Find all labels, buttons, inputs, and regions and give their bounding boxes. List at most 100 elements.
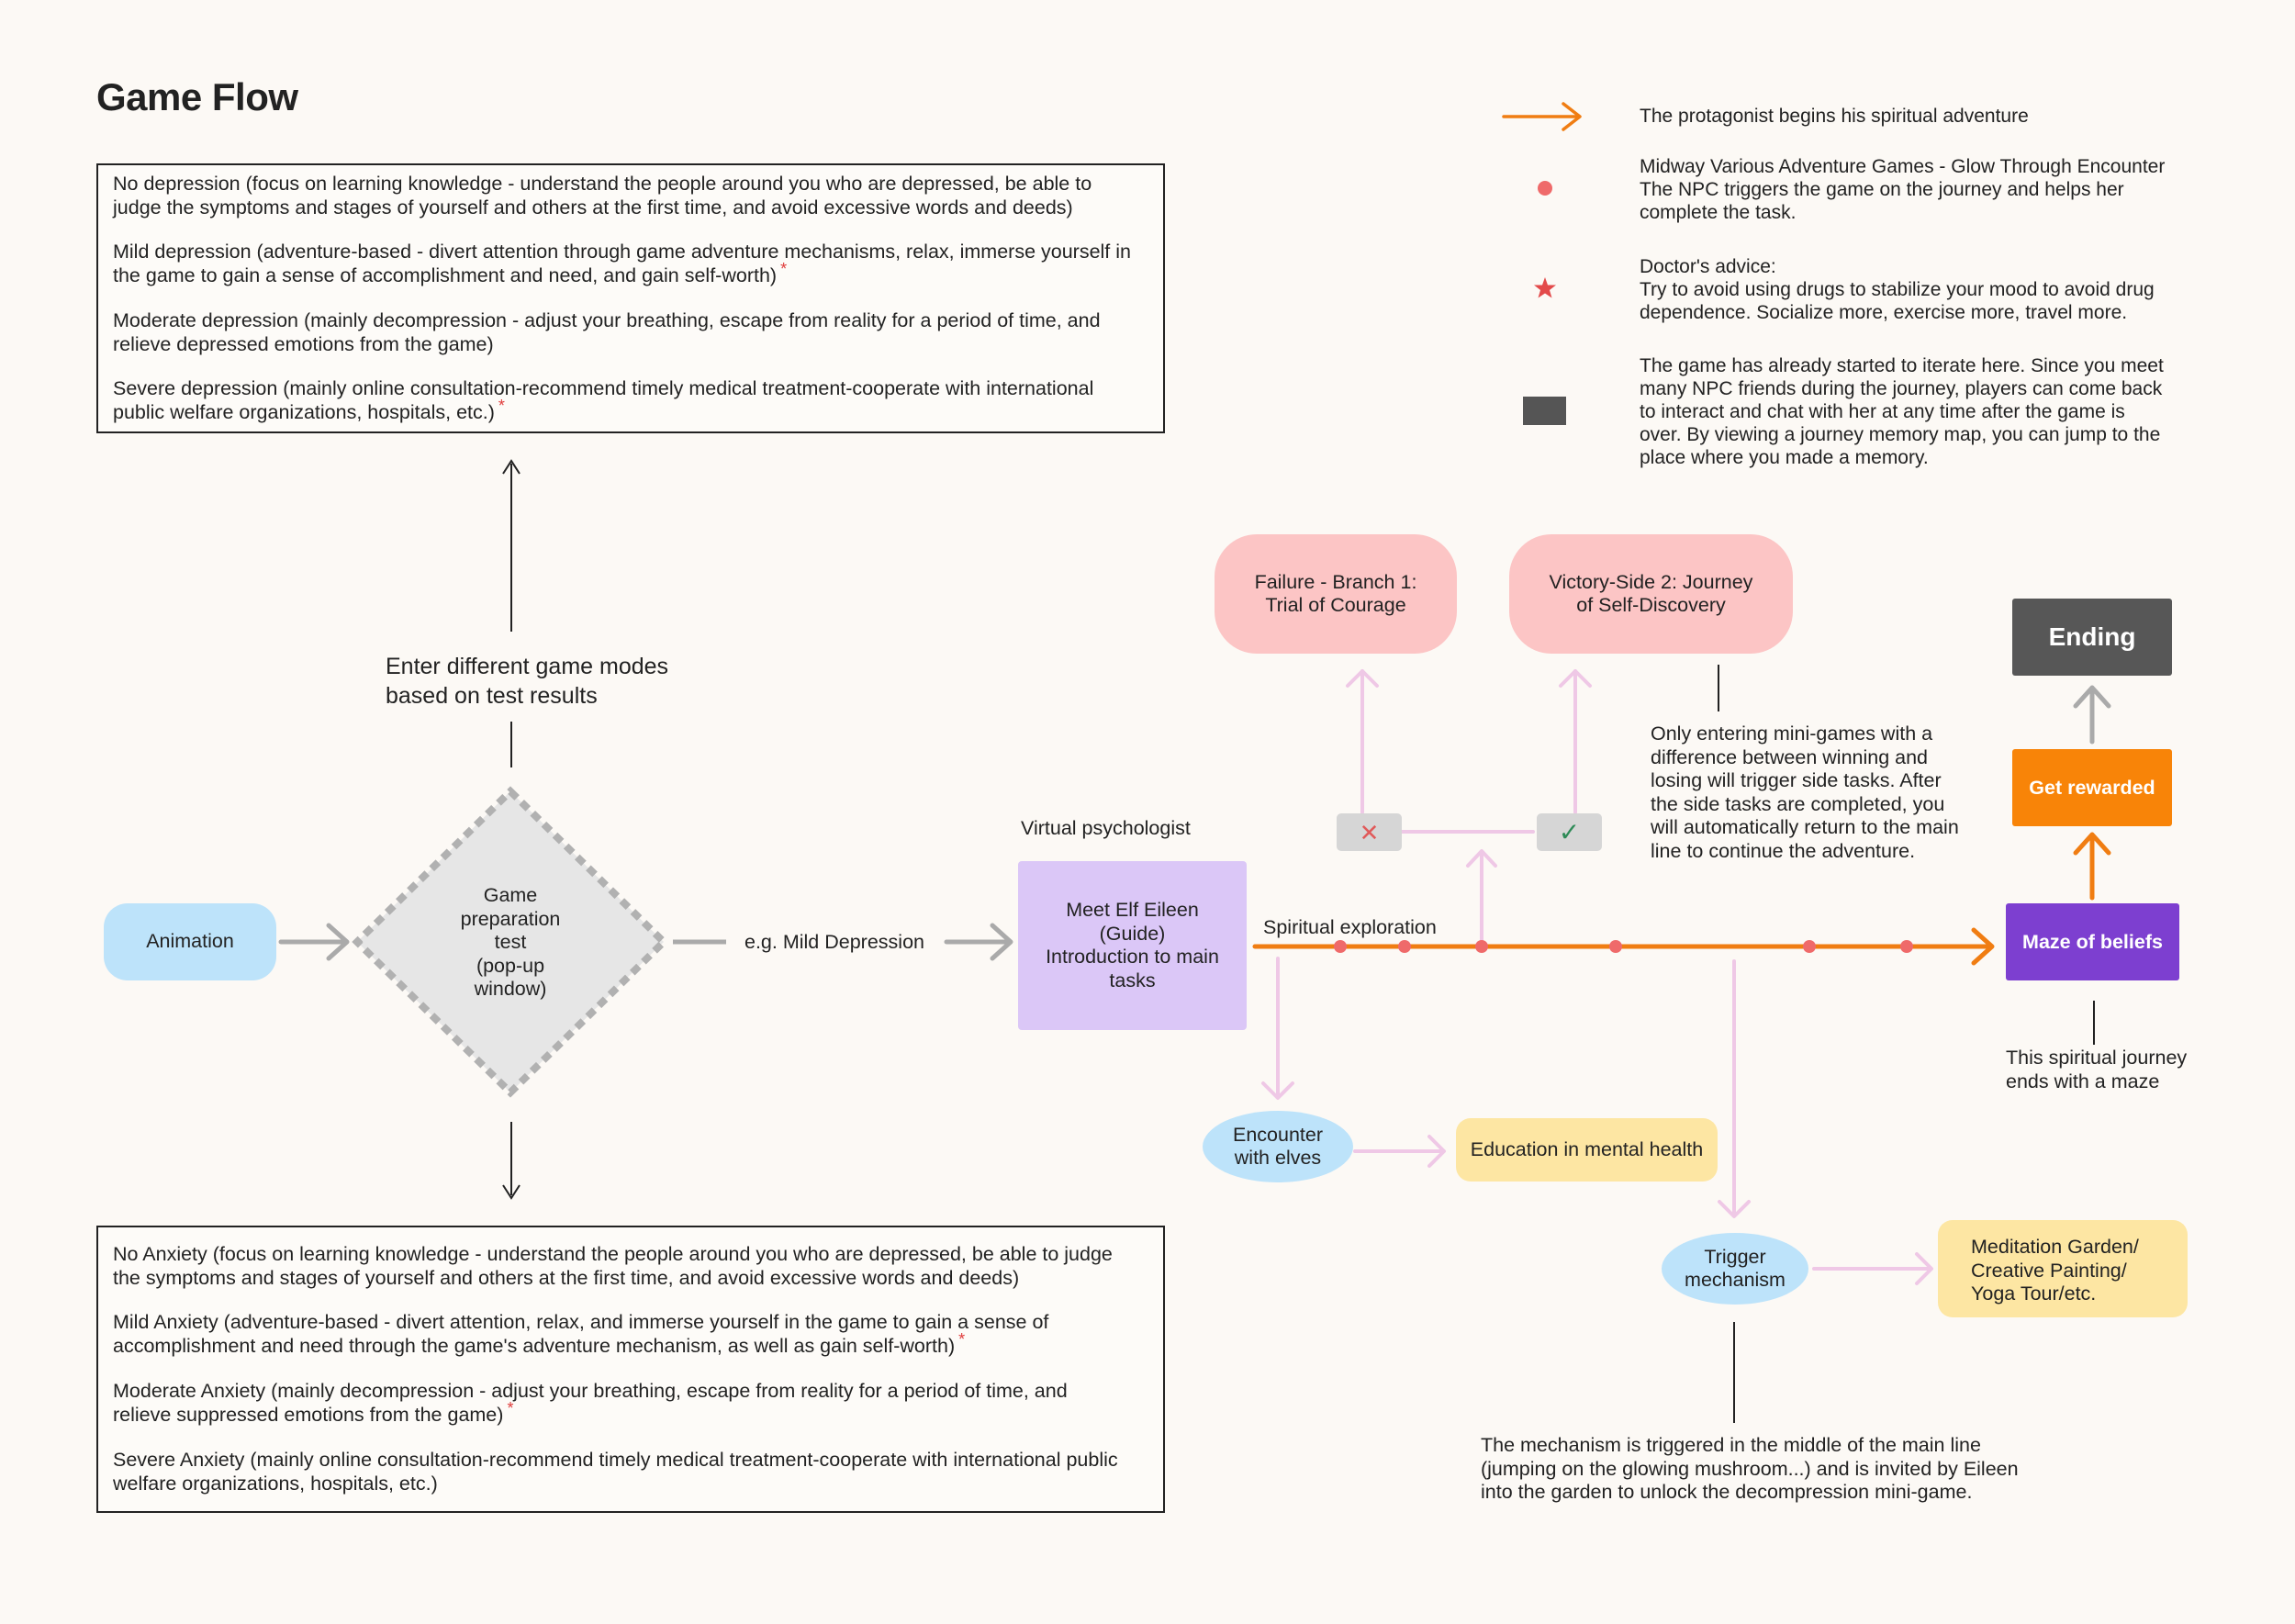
legend-line: Midway Various Adventure Games - Glow Th…: [1640, 156, 2166, 177]
meet-elf-eileen-node[interactable]: Meet Elf Eileen (Guide) Introduction to …: [1018, 861, 1247, 1030]
maze-note: This spiritual journey ends with a maze: [2006, 1047, 2187, 1093]
mild-depression-example: e.g. Mild Depression: [744, 931, 924, 953]
test-label-line: (pop-up: [476, 954, 545, 977]
test-label-line: test: [494, 931, 527, 953]
fail-badge[interactable]: ✕: [1337, 813, 1402, 851]
side-note-line: Only entering mini-games with a: [1651, 722, 1933, 745]
legend-line: dependence. Socialize more, exercise mor…: [1640, 302, 2128, 323]
failure-branch-node[interactable]: Failure - Branch 1: Trial of Courage: [1215, 534, 1457, 654]
garden-line: Creative Painting/: [1971, 1259, 2127, 1282]
encounter-elves-node[interactable]: Encounter with elves: [1203, 1111, 1353, 1182]
legend-line: many NPC friends during the journey, pla…: [1640, 378, 2163, 399]
side-task-note: Only entering mini-games with a differen…: [1651, 722, 1959, 863]
level-line: relieve suppressed emotions from the gam…: [113, 1403, 504, 1426]
legend-heading: Doctor's advice:: [1640, 256, 1776, 277]
level-line: the symptoms and stages of yourself and …: [113, 1266, 1020, 1289]
legend-dot-text: Midway Various Adventure Games - Glow Th…: [1640, 155, 2165, 224]
meet-elf-line: tasks: [1109, 969, 1156, 991]
level-line: Mild depression (adventure-based - diver…: [113, 241, 1131, 263]
level-line: Moderate Anxiety (mainly decompression -…: [113, 1380, 1068, 1402]
level-line: accomplishment and need through the game…: [113, 1334, 956, 1357]
level-line: welfare organizations, hospitals, etc.): [113, 1472, 438, 1495]
cross-icon: ✕: [1359, 818, 1380, 846]
level-line: judge the symptoms and stages of yoursel…: [113, 196, 1073, 218]
asterisk-mark: *: [780, 259, 788, 278]
anxiety-levels-box: No Anxiety (focus on learning knowledge …: [96, 1226, 1165, 1513]
trigger-mechanism-note: The mechanism is triggered in the middle…: [1481, 1434, 2019, 1505]
side-note-line: will automatically return to the main: [1651, 816, 1959, 838]
spiritual-exploration-label: Spiritual exploration: [1263, 916, 1437, 938]
level-paragraph: Severe depression (mainly online consult…: [113, 377, 1150, 425]
animation-label: Animation: [146, 930, 234, 953]
level-line: public welfare organizations, hospitals,…: [113, 400, 495, 423]
level-line: Severe Anxiety (mainly online consultati…: [113, 1449, 1118, 1471]
level-line: Moderate depression (mainly decompressio…: [113, 309, 1101, 331]
animation-node[interactable]: Animation: [104, 903, 276, 980]
level-line: No Anxiety (focus on learning knowledge …: [113, 1243, 1113, 1265]
level-paragraph: Moderate depression (mainly decompressio…: [113, 309, 1150, 356]
dark-rect-icon: [1523, 397, 1566, 425]
meet-elf-line: Meet Elf Eileen: [1066, 899, 1199, 921]
asterisk-mark: *: [958, 1329, 966, 1349]
grey-arrows: [278, 685, 2111, 961]
game-mode-label-line: Enter different game modes: [386, 654, 669, 679]
level-paragraph: Severe Anxiety (mainly online consultati…: [113, 1449, 1150, 1495]
asterisk-mark: *: [507, 1398, 514, 1417]
failure-line: Trial of Courage: [1265, 594, 1406, 616]
legend-line: The NPC triggers the game on the journey…: [1640, 179, 2124, 200]
victory-line: of Self-Discovery: [1576, 594, 1726, 616]
reward-label: Get rewarded: [2029, 776, 2155, 799]
page-title: Game Flow: [96, 75, 298, 118]
black-connectors: [502, 459, 2095, 1423]
game-mode-label: Enter different game modes based on test…: [386, 652, 668, 711]
legend-line: complete the task.: [1640, 202, 1797, 223]
level-line: No depression (focus on learning knowled…: [113, 173, 1092, 195]
side-note-line: losing will trigger side tasks. After: [1651, 769, 1942, 791]
education-label: Education in mental health: [1470, 1137, 1704, 1160]
get-rewarded-node[interactable]: Get rewarded: [2012, 749, 2172, 826]
main-line-dots: [1334, 940, 1913, 953]
victory-side-node[interactable]: Victory-Side 2: Journey of Self-Discover…: [1509, 534, 1793, 654]
legend-line: over. By viewing a journey memory map, y…: [1640, 424, 2161, 445]
encounter-line: with elves: [1234, 1147, 1322, 1169]
legend-line: to interact and chat with her at any tim…: [1640, 401, 2125, 422]
ending-node[interactable]: Ending: [2012, 599, 2172, 676]
maze-note-line: ends with a maze: [2006, 1070, 2160, 1092]
legend-line: The game has already started to iterate …: [1640, 355, 2164, 376]
win-badge[interactable]: ✓: [1537, 813, 1602, 851]
level-paragraph: Mild depression (adventure-based - diver…: [113, 241, 1150, 288]
trigger-note-line: (jumping on the glowing mushroom...) and…: [1481, 1457, 2019, 1480]
side-note-line: line to continue the adventure.: [1651, 839, 1916, 862]
trigger-line: Trigger: [1704, 1245, 1766, 1268]
trigger-mechanism-node[interactable]: Trigger mechanism: [1662, 1233, 1808, 1305]
game-mode-label-line: based on test results: [386, 683, 598, 709]
level-paragraph: No Anxiety (focus on learning knowledge …: [113, 1243, 1150, 1290]
encounter-line: Encounter: [1232, 1123, 1323, 1146]
level-paragraph: Moderate Anxiety (mainly decompression -…: [113, 1380, 1150, 1428]
meet-elf-line: Introduction to main: [1046, 946, 1219, 968]
maze-of-beliefs-node[interactable]: Maze of beliefs: [2006, 903, 2179, 980]
legend-iterate-text: The game has already started to iterate …: [1640, 354, 2164, 469]
decision-diamond: [352, 786, 669, 1098]
level-line: Mild Anxiety (adventure-based - divert a…: [113, 1311, 1049, 1333]
legend-line: Try to avoid using drugs to stabilize yo…: [1640, 279, 2155, 300]
garden-line: Meditation Garden/: [1971, 1236, 2139, 1258]
side-note-line: difference between winning and: [1651, 745, 1929, 768]
education-mental-health-node[interactable]: Education in mental health: [1456, 1118, 1718, 1182]
meditation-garden-node[interactable]: Meditation Garden/ Creative Painting/ Yo…: [1938, 1220, 2188, 1317]
test-label-line: preparation: [460, 907, 561, 930]
red-star-icon: [1534, 277, 1556, 298]
depression-levels-box: No depression (focus on learning knowled…: [96, 163, 1165, 433]
failure-line: Failure - Branch 1:: [1254, 570, 1417, 593]
meet-elf-line: (Guide): [1099, 922, 1166, 945]
level-line: the game to gain a sense of accomplishme…: [113, 263, 778, 286]
level-line: Severe depression (mainly online consult…: [113, 377, 1094, 399]
test-label-line: Game: [483, 884, 538, 906]
maze-note-line: This spiritual journey: [2006, 1047, 2188, 1069]
side-note-line: the side tasks are completed, you: [1651, 792, 1945, 815]
legend-star-text: Doctor's advice: Try to avoid using drug…: [1640, 255, 2155, 324]
test-label-line: window): [474, 978, 547, 1000]
game-preparation-test[interactable]: Game preparation test (pop-up window): [419, 884, 602, 1002]
virtual-psychologist-label: Virtual psychologist: [1021, 817, 1191, 839]
